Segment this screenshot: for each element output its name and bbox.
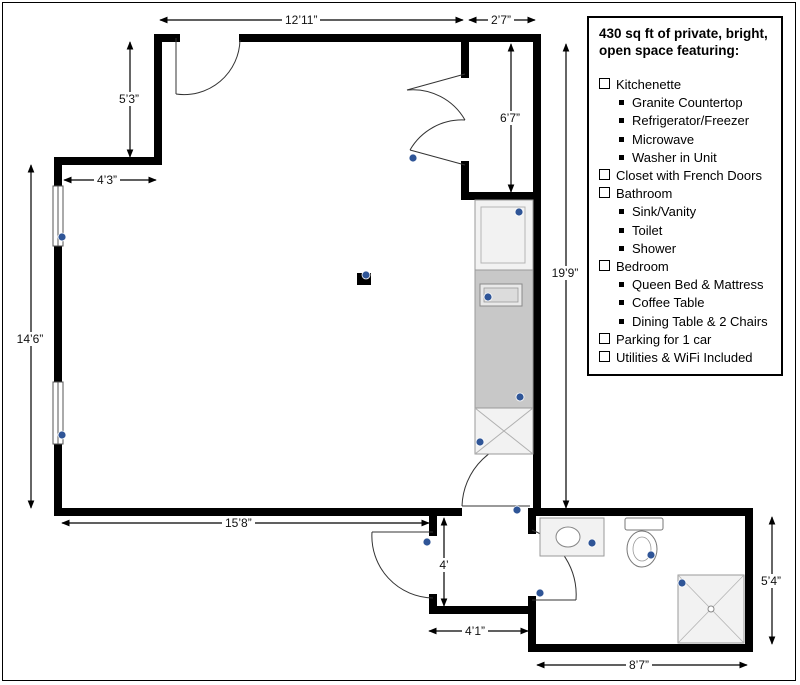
feature-item: Kitchenette	[599, 76, 773, 94]
info-icon	[422, 537, 432, 547]
checkbox-icon	[599, 169, 610, 181]
feature-subitem: Refrigerator/Freezer	[599, 112, 773, 130]
info-icon	[646, 550, 656, 560]
feature-subitem: Sink/Vanity	[599, 203, 773, 221]
bullet-icon	[619, 300, 624, 306]
info-icon	[361, 270, 371, 280]
feature-subitem: Dining Table & 2 Chairs	[599, 313, 773, 331]
dim-right-wall-length: 19’9”	[548, 266, 582, 280]
feature-subitem: Queen Bed & Mattress	[599, 276, 773, 294]
door-entry-swing	[175, 39, 241, 96]
feature-label: Granite Countertop	[632, 95, 743, 111]
dim-top-main-width: 12’11”	[282, 13, 321, 27]
feature-label: Refrigerator/Freezer	[632, 113, 750, 129]
info-icon	[535, 588, 545, 598]
closet-door-lower	[409, 149, 466, 166]
bullet-icon	[619, 100, 624, 106]
kitchenette	[474, 199, 534, 455]
dim-upper-left-depth: 5’3”	[115, 92, 143, 106]
feature-item: Closet with French Doors	[599, 167, 773, 185]
info-icons	[57, 153, 687, 598]
bullet-icon	[619, 136, 624, 142]
dim-hall-depth: 4’	[436, 558, 452, 572]
feature-label: Parking for 1 car	[616, 331, 712, 347]
bullet-icon	[619, 245, 624, 251]
bullet-icon	[619, 318, 624, 324]
dim-closet-depth: 6’7”	[496, 111, 524, 125]
bullet-icon	[619, 227, 624, 233]
feature-label: Queen Bed & Mattress	[632, 277, 764, 293]
info-icon	[57, 430, 67, 440]
feature-label: Sink/Vanity	[632, 204, 697, 220]
feature-label: Washer in Unit	[632, 149, 717, 165]
info-icon	[57, 232, 67, 242]
bullet-icon	[619, 154, 624, 160]
bullet-icon	[619, 118, 624, 124]
feature-item: Utilities & WiFi Included	[599, 349, 773, 367]
feature-label: Bathroom	[616, 186, 673, 202]
feature-subitem: Washer in Unit	[599, 149, 773, 167]
features-title: 430 sq ft of private, bright, open space…	[599, 26, 768, 58]
feature-label: Toilet	[632, 222, 663, 238]
feature-label: Utilities & WiFi Included	[616, 350, 753, 366]
dim-upper-left-width: 4’3”	[94, 173, 121, 187]
dim-hall-width: 4’1”	[462, 624, 489, 638]
feature-subitem: Shower	[599, 240, 773, 258]
dim-bath-width: 8’7”	[626, 658, 653, 672]
checkbox-icon	[599, 332, 610, 344]
feature-item: Bedroom	[599, 258, 773, 276]
info-icon	[515, 392, 525, 402]
info-icon	[483, 292, 493, 302]
feature-label: Dining Table & 2 Chairs	[632, 313, 768, 329]
info-icon	[587, 538, 597, 548]
info-icon	[677, 578, 687, 588]
feature-subitem: Granite Countertop	[599, 94, 773, 112]
checkbox-icon	[599, 260, 610, 272]
checkbox-icon	[599, 187, 610, 199]
dim-left-wall-length: 14’6”	[13, 332, 47, 346]
refrigerator	[474, 199, 534, 271]
info-icon	[475, 437, 485, 447]
feature-subitem: Toilet	[599, 222, 773, 240]
features-panel: 430 sq ft of private, bright, open space…	[587, 16, 783, 376]
feature-subitem: Microwave	[599, 131, 773, 149]
walls	[54, 34, 753, 652]
bathroom-fixtures	[539, 517, 745, 644]
feature-subitem: Coffee Table	[599, 294, 773, 312]
feature-label: Coffee Table	[632, 295, 705, 311]
info-icon	[408, 153, 418, 163]
feature-label: Bedroom	[616, 259, 669, 275]
checkbox-icon	[599, 351, 610, 363]
feature-label: Shower	[632, 240, 677, 256]
toilet-tank	[624, 517, 664, 531]
feature-label: Kitchenette	[616, 77, 682, 92]
feature-label: Microwave	[632, 131, 695, 147]
dim-top-closet-width: 2’7”	[488, 13, 515, 27]
dim-bath-depth: 5’4”	[757, 574, 785, 588]
feature-item: Bathroom	[599, 185, 773, 203]
feature-item: Parking for 1 car	[599, 331, 773, 349]
feature-label: Closet with French Doors	[616, 168, 762, 184]
bullet-icon	[619, 282, 624, 288]
closet-door-upper	[406, 73, 466, 91]
info-icon	[512, 505, 522, 515]
bullet-icon	[619, 209, 624, 215]
dim-bottom-main-width: 15’8”	[222, 516, 255, 530]
info-icon	[514, 207, 524, 217]
checkbox-icon	[599, 78, 610, 89]
